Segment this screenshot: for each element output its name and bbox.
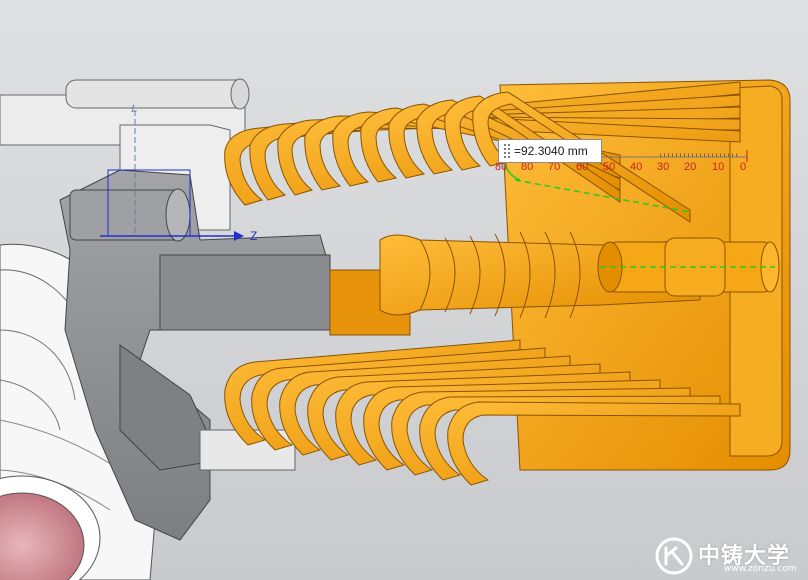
ruler-tick-label: 0 (740, 161, 747, 173)
ruler-tick-label: 40 (630, 161, 643, 173)
l-axis-label: L (131, 103, 138, 115)
watermark-logo-icon (655, 537, 693, 575)
watermark: 中铸大学 www.zonzu.com (650, 532, 808, 580)
ruler-tick-label: 20 (684, 161, 697, 173)
ruler-tick-label: 60 (576, 161, 589, 173)
bore-opening (0, 475, 101, 580)
ruler-tick-label: 80 (495, 161, 508, 173)
ruler-tick-label: 50 (603, 161, 616, 173)
measurement-value-box[interactable]: =92.3040 mm (498, 139, 602, 163)
ruler-tick-label: 80 (521, 161, 534, 173)
drag-handle-icon[interactable] (503, 143, 510, 159)
ruler-tick-label: 70 (548, 161, 561, 173)
ruler-tick-label: 10 (712, 161, 725, 173)
watermark-url: www.zonzu.com (724, 564, 797, 574)
watermark-text: 中铸大学 (698, 544, 791, 569)
cooling-fins[interactable] (224, 79, 791, 486)
coordinate-system (100, 110, 244, 241)
ruler-tick-label: 30 (657, 161, 670, 173)
z-axis-label: Z (250, 229, 258, 243)
measurement-value: =92.3040 mm (514, 144, 588, 158)
